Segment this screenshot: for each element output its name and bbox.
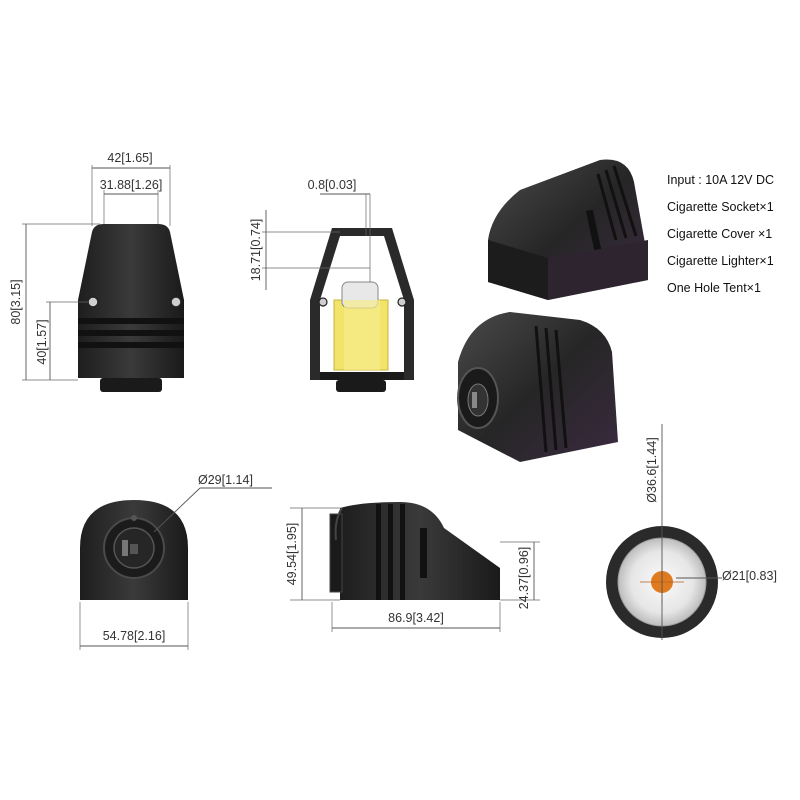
dim-front-width-inner: 31.88[1.26] (100, 178, 163, 192)
dim-section-wall: 0.8[0.03] (308, 178, 357, 192)
section-view: 0.8[0.03] 18.71[0.74] (249, 178, 414, 392)
side-view: 49.54[1.95] 86.9[3.42] 24.37[0.96] (285, 502, 540, 632)
spec-cover: Cigarette Cover ×1 (667, 227, 773, 241)
isometric-view-rear (488, 159, 648, 300)
dim-hole-outer-diameter: Ø36.6[1.44] (645, 437, 659, 502)
dim-side-length: 86.9[3.42] (388, 611, 444, 625)
dim-side-low-height: 24.37[0.96] (517, 547, 531, 610)
spec-list: Input : 10A 12V DC Cigarette Socket×1 Ci… (667, 172, 797, 307)
spec-socket: Cigarette Socket×1 (667, 200, 774, 214)
mounting-hole-view: Ø36.6[1.44] Ø21[0.83] (606, 424, 777, 640)
spec-input: Input : 10A 12V DC (667, 173, 775, 187)
dim-front-height-hole: 40[1.57] (35, 319, 49, 364)
bottom-view: Ø29[1.14] 54.78[2.16] (79, 473, 272, 650)
dim-bottom-width: 54.78[2.16] (103, 629, 166, 643)
dim-bottom-diameter: Ø29[1.14] (198, 473, 253, 487)
isometric-view-front (457, 312, 618, 462)
dim-front-width-total: 42[1.65] (107, 151, 152, 165)
spec-tent: One Hole Tent×1 (667, 281, 761, 295)
dim-front-height-total: 80[3.15] (9, 279, 23, 324)
spec-lighter: Cigarette Lighter×1 (667, 254, 774, 268)
front-view: 42[1.65] 31.88[1.26] 80[3.15] 40[1.57] (9, 151, 184, 392)
dim-section-depth: 18.71[0.74] (249, 219, 263, 282)
dim-hole-inner-diameter: Ø21[0.83] (722, 569, 777, 583)
dim-side-height: 49.54[1.95] (285, 523, 299, 586)
